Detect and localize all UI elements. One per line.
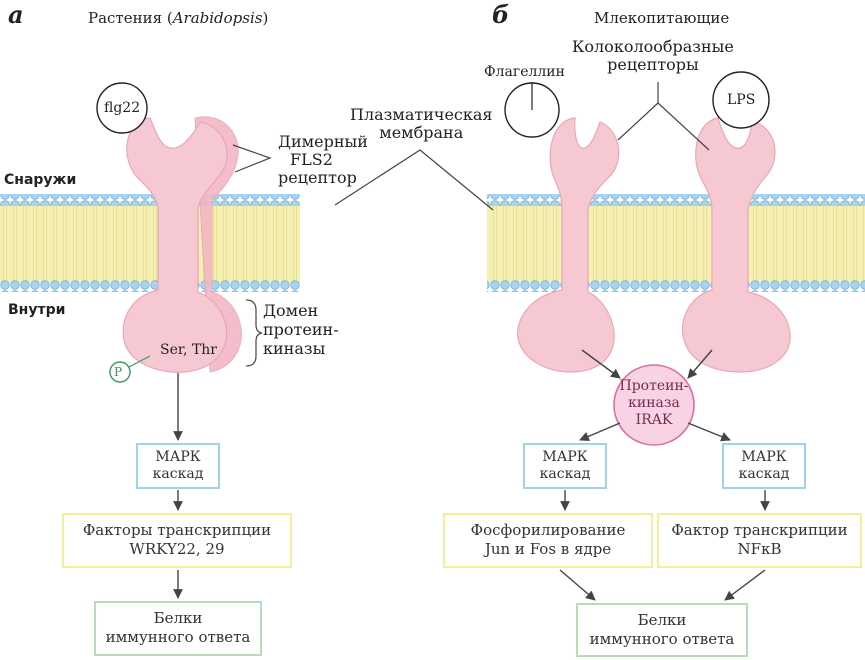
flg22-label: flg22 bbox=[104, 100, 141, 116]
inside-label: Внутри bbox=[8, 302, 66, 318]
irak-kinase bbox=[613, 364, 695, 446]
plasma-membrane-mammal bbox=[487, 194, 865, 292]
panel-b-letter: б bbox=[492, 0, 510, 29]
panel-b-title: Млекопитающие bbox=[594, 9, 730, 27]
fls2-receptor bbox=[122, 116, 242, 373]
membrane-label: Плазматическая мембрана bbox=[350, 105, 493, 142]
kinase-domain-label: Домен протеин- киназы bbox=[263, 301, 339, 358]
receptor-brace bbox=[232, 144, 272, 173]
phospho-label: P bbox=[114, 365, 123, 379]
panel-a-letter: а bbox=[8, 0, 24, 29]
receptor-label: Димерный FLS2 рецептор bbox=[278, 132, 368, 187]
outside-label: Снаружи bbox=[4, 172, 77, 188]
tlr-label: Колоколообразные рецепторы bbox=[572, 37, 734, 74]
flg22-ligand bbox=[96, 82, 148, 134]
lps-label: LPS bbox=[727, 92, 756, 108]
ser-thr-label: Ser, Thr bbox=[160, 342, 217, 358]
domain-brace bbox=[245, 299, 263, 367]
flagellin-label: Флагеллин bbox=[484, 64, 565, 80]
panel-a-title: Растения (Arabidopsis) bbox=[88, 9, 269, 27]
plasma-membrane-plant bbox=[0, 194, 300, 292]
phosphate-icon bbox=[109, 361, 131, 383]
lps-ligand bbox=[712, 71, 770, 129]
toll-like-receptor-right bbox=[681, 117, 791, 373]
membrane-pointer bbox=[334, 149, 494, 211]
toll-like-receptor-left bbox=[517, 117, 620, 373]
irak-label: Протеин- киназа IRAK bbox=[619, 378, 689, 428]
